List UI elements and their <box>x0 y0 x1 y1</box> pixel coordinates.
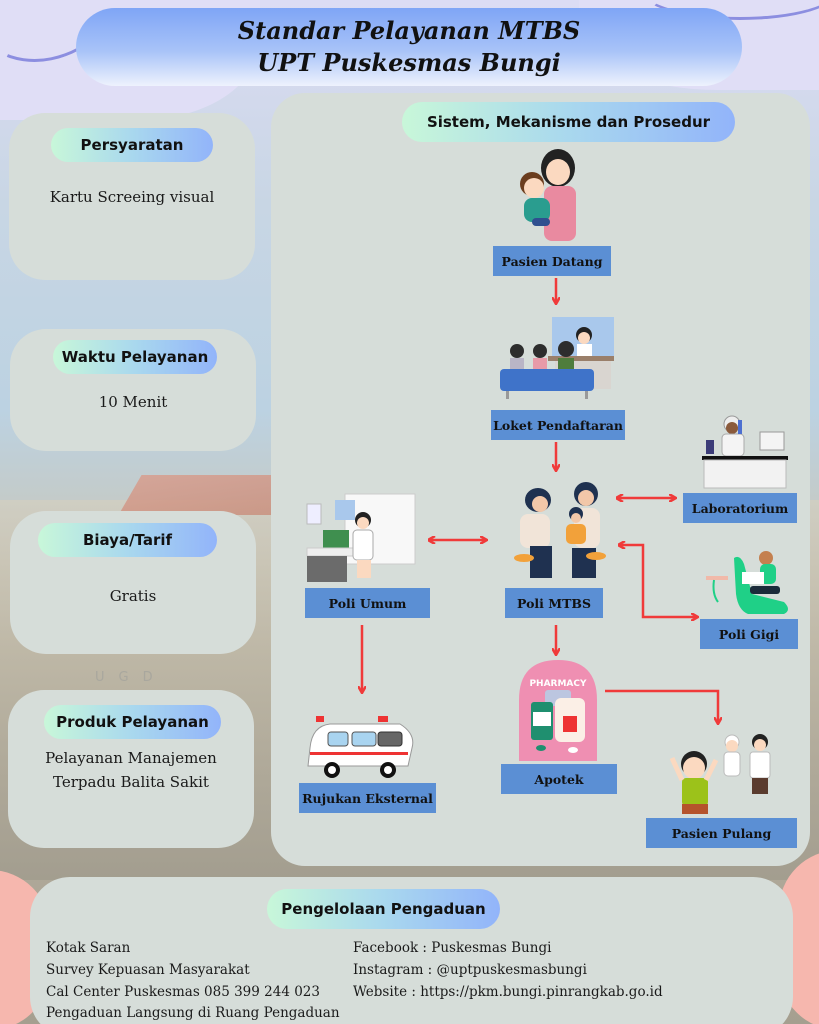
card-produk-pelayanan: Produk Pelayanan Pelayanan Manajemen Ter… <box>8 690 254 848</box>
title-line-2: UPT Puskesmas Bungi <box>257 48 561 77</box>
node-poli-gigi: Poli Gigi <box>700 619 798 649</box>
social-instagram: Instagram : @uptpuskesmasbungi <box>353 962 587 978</box>
card-content: 10 Menit <box>98 393 168 411</box>
card-content: Kartu Screeing visual <box>49 188 215 206</box>
building-sign: UGD <box>95 670 167 685</box>
card-heading: Waktu Pelayanan <box>53 340 217 374</box>
happy-patient-icon <box>669 734 771 814</box>
card-persyaratan: Persyaratan Kartu Screeing visual <box>9 113 255 280</box>
complaint-channel: Kotak Saran <box>46 940 131 956</box>
complaint-channel: Pengaduan Langsung di Ruang Pengaduan <box>46 1005 340 1021</box>
card-content-line: Terpadu Balita Sakit <box>53 773 209 791</box>
node-rujukan-eksternal: Rujukan Eksternal <box>299 783 436 813</box>
card-content-line: Pelayanan Manajemen <box>45 749 217 767</box>
ambulance-icon <box>307 716 414 778</box>
social-facebook: Facebook : Puskesmas Bungi <box>353 940 552 956</box>
node-pasien-pulang: Pasien Pulang <box>646 818 797 848</box>
pediatric-exam-icon <box>514 482 606 578</box>
registration-counter-icon <box>500 317 614 399</box>
node-laboratorium: Laboratorium <box>683 493 797 523</box>
complaint-channel: Survey Kepuasan Masyarakat <box>46 962 250 978</box>
card-waktu-pelayanan: Waktu Pelayanan 10 Menit <box>10 329 256 451</box>
card-heading: Produk Pelayanan <box>44 705 221 739</box>
page-title: Standar Pelayanan MTBS UPT Puskesmas Bun… <box>76 8 742 86</box>
card-biaya-tarif: Biaya/Tarif Gratis <box>10 511 256 654</box>
title-line-1: Standar Pelayanan MTBS <box>237 16 581 45</box>
pharmacy-badge-text: PHARMACY <box>529 679 587 689</box>
dental-chair-icon <box>706 551 788 614</box>
node-poli-umum: Poli Umum <box>305 588 430 618</box>
node-apotek: Apotek <box>501 764 617 794</box>
flow-heading: Sistem, Mekanisme dan Prosedur <box>402 102 735 142</box>
complaint-channel: Cal Center Puskesmas 085 399 244 023 <box>46 984 320 1000</box>
doctor-desk-icon <box>306 493 416 582</box>
lab-scientist-icon <box>702 415 788 489</box>
complaints-heading: Pengelolaan Pengaduan <box>267 889 500 929</box>
card-content: Gratis <box>109 587 157 605</box>
pharmacy-icon: PHARMACY <box>519 660 597 761</box>
mother-holding-child-icon <box>520 149 576 241</box>
card-heading: Persyaratan <box>51 128 213 162</box>
node-loket-pendaftaran: Loket Pendaftaran <box>491 410 625 440</box>
card-heading: Biaya/Tarif <box>38 523 217 557</box>
node-poli-mtbs: Poli MTBS <box>505 588 603 618</box>
node-pasien-datang: Pasien Datang <box>493 246 611 276</box>
website-link[interactable]: Website : https://pkm.bungi.pinrangkab.g… <box>353 984 663 1000</box>
